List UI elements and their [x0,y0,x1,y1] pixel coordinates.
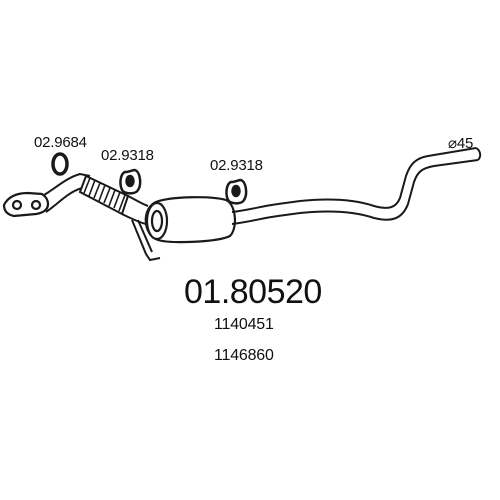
mounting-bracket [131,219,161,262]
rubber-hanger-icon [225,178,248,205]
component-code-gasket: 02.9684 [34,134,87,151]
component-code-hanger-2: 02.9318 [210,157,263,174]
flex-pipe [78,174,130,216]
oem-reference: 1140451 [214,316,274,333]
rubber-hanger-icon [119,168,142,195]
silencer [144,196,236,244]
gasket-ring-icon [51,152,69,176]
mid-pipe-front [121,195,149,225]
part-number: 01.80520 [184,273,322,311]
oem-reference: 1146860 [214,347,274,364]
front-flange [2,191,50,218]
component-code-hanger-1: 02.9318 [101,147,154,164]
pipe-diameter-label: ⌀45 [448,135,474,152]
tail-pipe [231,147,482,225]
